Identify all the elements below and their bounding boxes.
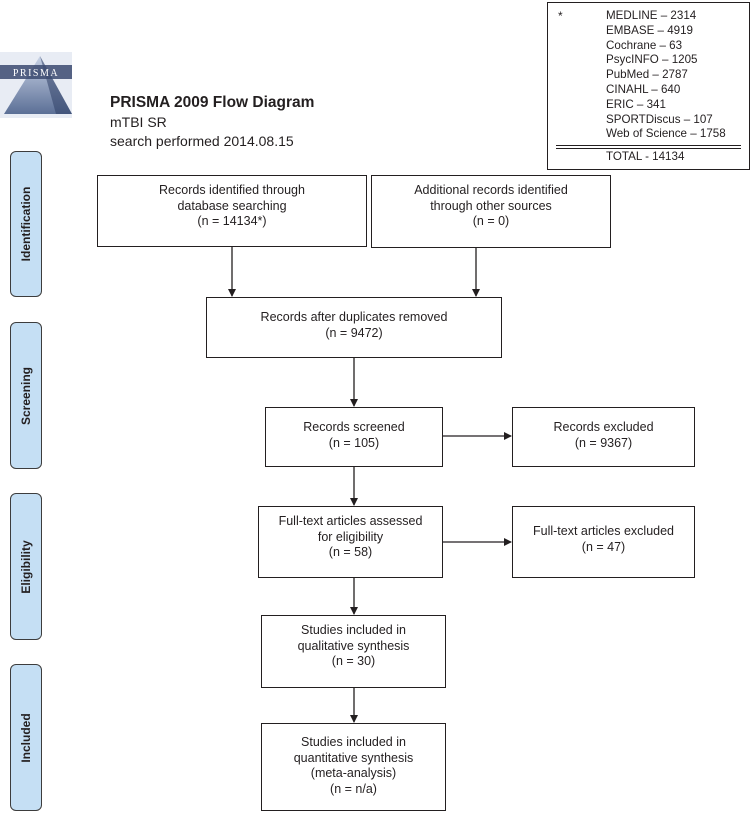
box-line: through other sources [430,198,552,213]
database-item: SPORTDiscus – 107 [606,112,713,126]
box-fulltext-excluded: Full-text articles excluded (n = 47) [512,506,695,578]
box-line: Additional records identified [414,183,568,197]
box-fulltext-assessed: Full-text articles assessed for eligibil… [258,506,443,578]
box-count: (n = 9367) [574,435,633,450]
box-line: for eligibility [317,529,384,544]
stage-screening: Screening [10,322,42,469]
box-line: Records identified through [159,183,305,197]
prisma-logo: PRISMA [0,52,72,118]
database-item: EMBASE – 4919 [606,23,694,37]
box-other-sources: Additional records identified through ot… [371,175,611,248]
box-count: (n = 47) [581,539,626,554]
stage-eligibility: Eligibility [10,493,42,640]
database-item: MEDLINE – 2314 [606,9,697,22]
total-divider [556,145,741,146]
diagram-subtitle: mTBI SR [110,114,167,130]
box-line: Full-text articles assessed [278,514,423,528]
box-database-search: Records identified through database sear… [97,175,367,247]
box-line: Full-text articles excluded [532,524,675,538]
box-qualitative-synthesis: Studies included in qualitative synthesi… [261,615,446,688]
box-records-screened: Records screened (n = 105) [265,407,443,467]
database-footnote-marker: * [558,9,563,23]
stage-identification: Identification [10,151,42,297]
logo-wordmark: PRISMA [13,68,59,79]
box-count: (n = 58) [328,545,373,559]
box-line: Studies included in [301,735,406,749]
box-after-duplicates: Records after duplicates removed (n = 94… [206,297,502,358]
box-count: (n = 9472) [325,325,383,340]
database-counts-box: * MEDLINE – 2314 EMBASE – 4919 Cochrane … [547,2,750,170]
box-count: (n = 30) [331,654,376,668]
box-line: qualitative synthesis [297,638,410,653]
database-item: Cochrane – 63 [606,38,683,52]
diagram-header: PRISMA 2009 Flow Diagram mTBI SR search … [110,93,314,151]
stage-included: Included [10,664,42,811]
box-line: Records screened [303,420,405,434]
database-item: PsycINFO – 1205 [606,53,698,67]
box-line: Records excluded [553,420,654,434]
database-item: CINAHL – 640 [606,82,681,96]
box-line: database searching [177,198,287,213]
database-total: TOTAL - 14134 [606,150,685,163]
diagram-title: PRISMA 2009 Flow Diagram [110,94,315,111]
box-line: quantitative synthesis [293,750,414,765]
box-count: (n = 105) [328,435,380,450]
box-line: Studies included in [301,623,406,637]
search-date: search performed 2014.08.15 [110,133,294,149]
box-count: (n = 14134*) [197,214,267,228]
box-records-excluded: Records excluded (n = 9367) [512,407,695,467]
box-quantitative-synthesis: Studies included in quantitative synthes… [261,723,446,811]
total-divider [556,148,741,149]
box-count: (n = 0) [472,214,510,228]
database-list: MEDLINE – 2314 EMBASE – 4919 Cochrane – … [606,9,726,142]
database-item: Web of Science – 1758 [606,127,726,141]
database-item: PubMed – 2787 [606,68,688,82]
database-item: ERIC – 341 [606,97,666,111]
box-line: (meta-analysis) [310,766,397,780]
box-line: Records after duplicates removed [260,310,448,324]
box-count: (n = n/a) [330,781,377,796]
